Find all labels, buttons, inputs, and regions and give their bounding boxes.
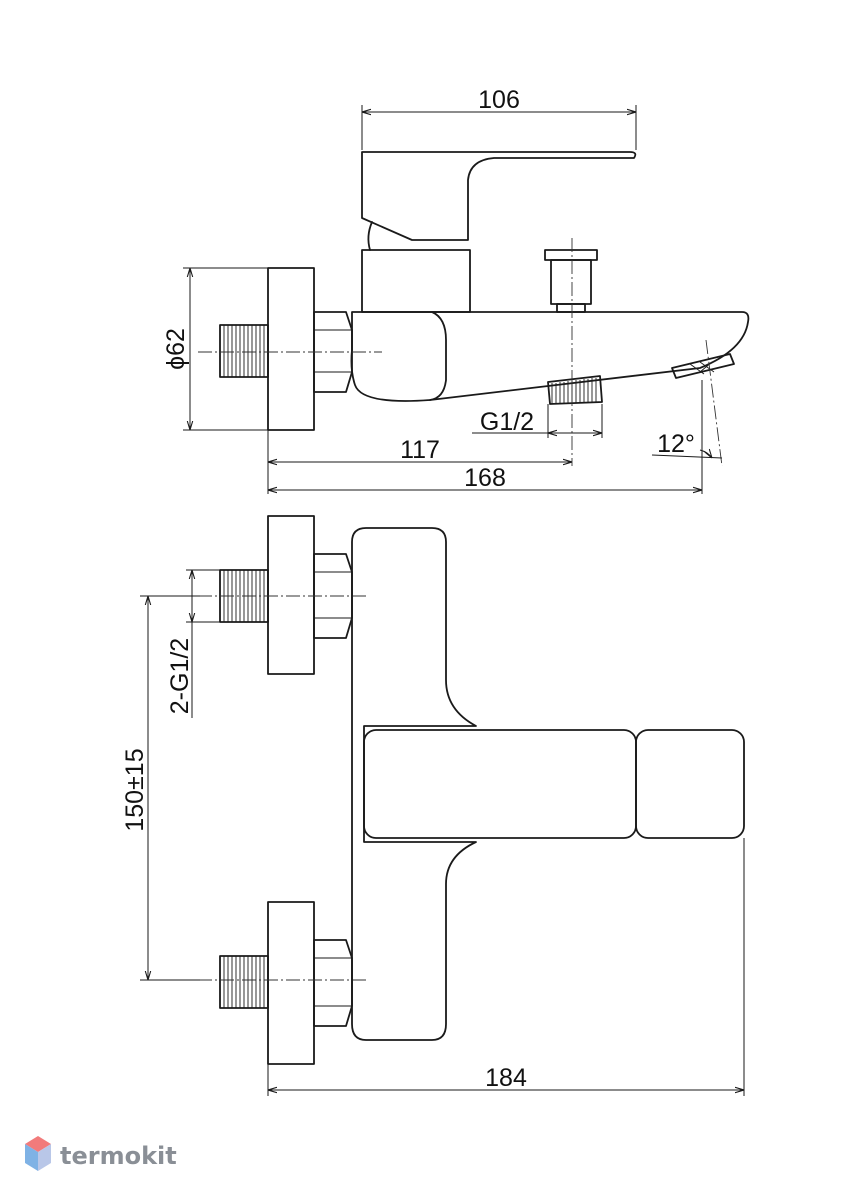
svg-text:G1/2: G1/2 (480, 408, 534, 436)
dimension-117: 117 (267, 430, 572, 494)
dimension-outlet-thread: G1/2 (472, 404, 603, 438)
svg-text:117: 117 (400, 436, 440, 464)
front-mixer-body (351, 527, 477, 1041)
dimension-106: 106 (361, 86, 637, 150)
svg-text:168: 168 (464, 464, 506, 492)
dimension-flange-diameter: ϕ62 (162, 267, 268, 431)
svg-text:150±15: 150±15 (121, 748, 149, 831)
termokit-brand-text: termokit (60, 1142, 177, 1170)
side-mixer-body (350, 311, 750, 402)
dimension-spout-angle: 12° (651, 430, 723, 458)
front-lower-inlet (198, 901, 368, 1065)
termokit-logo-cube-icon (25, 1136, 51, 1171)
front-upper-inlet (198, 515, 368, 675)
front-view: 2-G1/2 150±15 184 (121, 515, 745, 1096)
side-lever-base (361, 249, 471, 313)
dimension-184: 184 (267, 838, 745, 1096)
termokit-watermark: termokit (25, 1136, 177, 1171)
side-diverter-knob (544, 249, 598, 313)
svg-text:106: 106 (478, 86, 520, 114)
side-wall-flange (267, 267, 315, 431)
dimension-inlet-threads: 2-G1/2 (166, 569, 220, 718)
dimension-inlet-spacing: 150±15 (121, 595, 200, 981)
svg-text:2-G1/2: 2-G1/2 (166, 638, 194, 714)
front-lever (363, 729, 745, 839)
svg-text:184: 184 (485, 1064, 527, 1092)
dimension-168: 168 (268, 380, 703, 494)
side-lever-handle (361, 151, 637, 241)
side-spout-aerator (671, 353, 735, 379)
svg-text:ϕ62: ϕ62 (162, 328, 190, 370)
side-inlet-thread (219, 324, 269, 378)
side-view: 106 ϕ62 G1/2 12° 117 (162, 86, 750, 494)
svg-text:12°: 12° (657, 430, 695, 458)
